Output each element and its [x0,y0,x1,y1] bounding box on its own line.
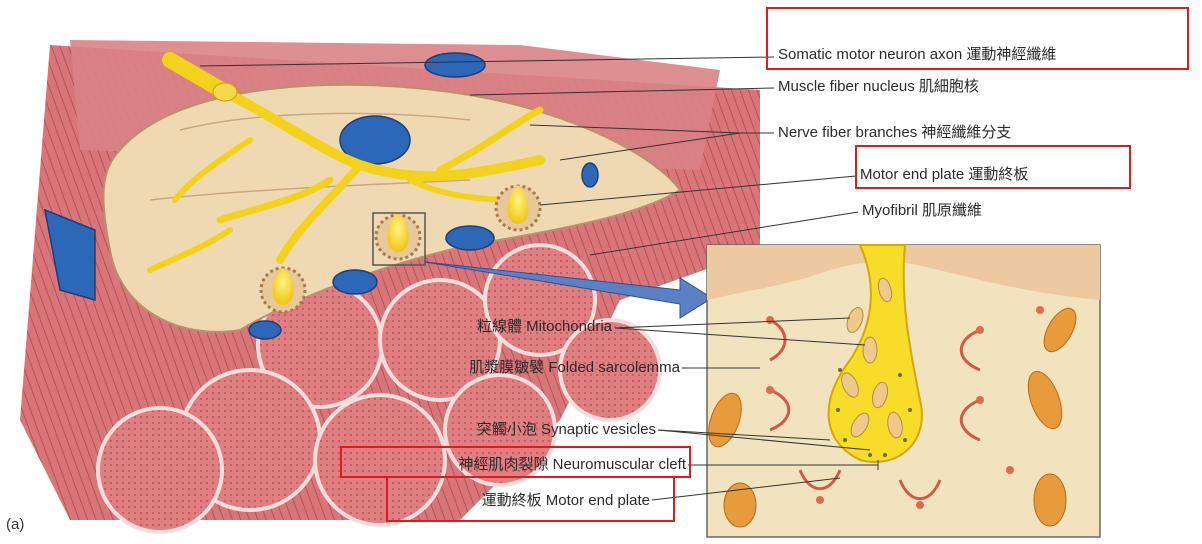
highlight-box-somatic-axon [766,7,1189,70]
label-mitochondria: 粒線體 Mitochondria [477,318,612,336]
label-myofibril: Myofibril 肌原纖維 [862,202,982,220]
highlight-box-motor-end-plate-inset [386,476,675,522]
label-folded-sarcolemma: 肌漿膜皺襞 Folded sarcolemma [469,359,680,377]
myelin-node [213,83,237,101]
inset-detail [702,245,1100,537]
panel-label: (a) [6,516,24,533]
highlight-box-motor-end-plate [855,145,1131,189]
label-nerve-fiber-branches: Nerve fiber branches 神經纖維分支 [778,124,1011,142]
label-muscle-fiber-nucleus: Muscle fiber nucleus 肌細胞核 [778,78,979,96]
highlight-box-neuromuscular-cleft [340,446,691,478]
label-synaptic-vesicles: 突觸小泡 Synaptic vesicles [477,421,656,439]
